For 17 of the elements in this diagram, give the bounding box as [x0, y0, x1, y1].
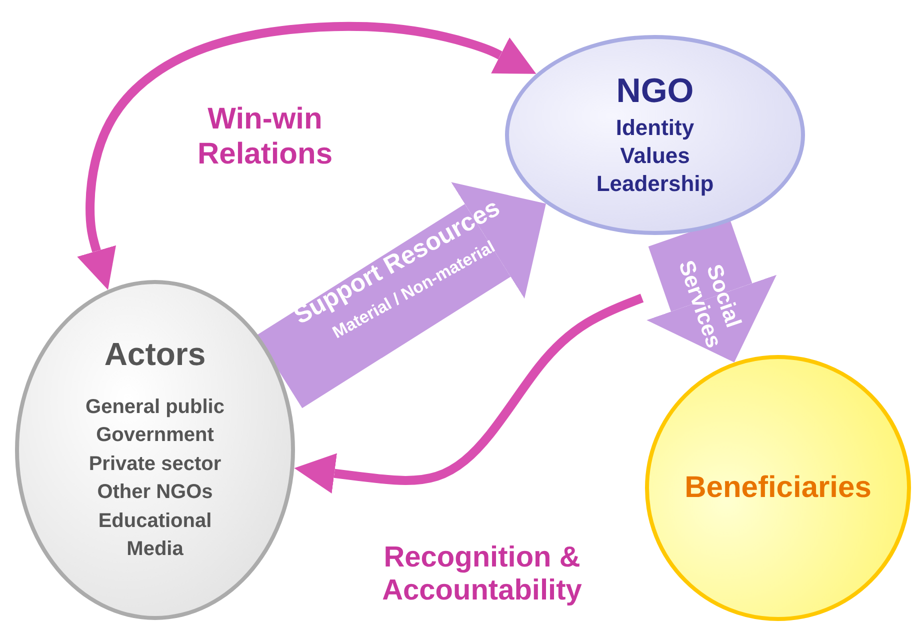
- node-text: Values: [620, 142, 690, 170]
- node-text: Educational: [98, 508, 212, 534]
- node-title: Actors: [104, 336, 206, 373]
- node-text: Government: [96, 423, 214, 448]
- node-title: Beneficiaries: [684, 470, 872, 506]
- node-title: NGO: [616, 72, 694, 112]
- curved-arrow: [294, 294, 644, 494]
- node-text: Leadership: [596, 170, 714, 198]
- node-text: General public: [86, 394, 224, 420]
- node-text: Identity: [616, 114, 694, 142]
- node-text: Media: [126, 537, 184, 562]
- curved-arrow: [77, 22, 536, 290]
- edge-label: Recognition & Accountability: [381, 542, 583, 608]
- node-text: Other NGOs: [97, 480, 213, 506]
- node-text: Private sector: [88, 452, 222, 477]
- edge-label: Win-win Relations: [196, 102, 334, 172]
- block-arrow: [256, 182, 546, 408]
